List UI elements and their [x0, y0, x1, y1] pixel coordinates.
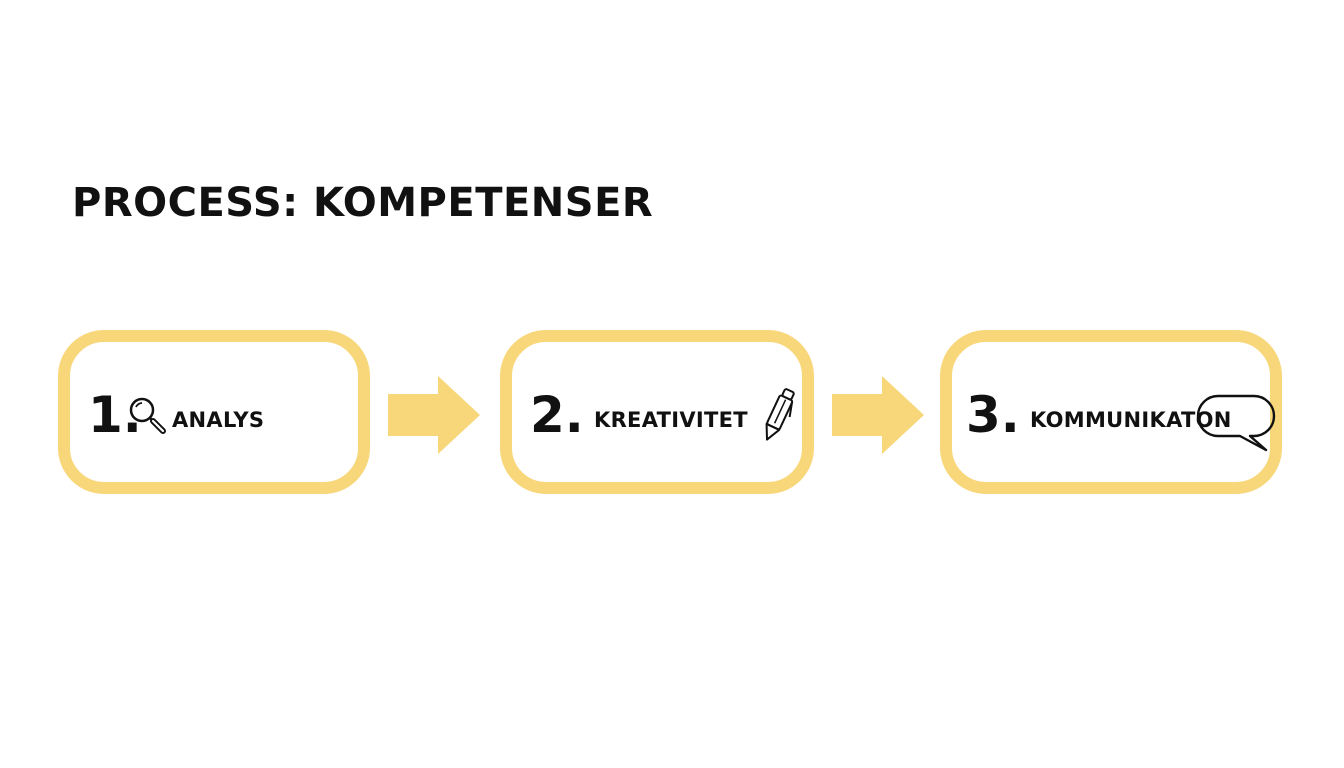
step-label: KREATIVITET	[594, 408, 748, 432]
magnifier-icon	[126, 394, 170, 438]
pen-icon	[758, 386, 798, 446]
step-number: 2.	[530, 386, 584, 444]
step-label: KOMMUNIKATON	[1030, 408, 1232, 432]
step-box-analys: 1. ANALYS	[58, 330, 370, 494]
arrow-right-icon	[832, 376, 924, 454]
arrow-right-icon	[388, 376, 480, 454]
diagram-title: PROCESS: KOMPETENSER	[72, 180, 654, 226]
step-box-kreativitet: 2. KREATIVITET	[500, 330, 814, 494]
step-box-kommunikation: 3. KOMMUNIKATON	[940, 330, 1282, 494]
step-label: ANALYS	[172, 408, 265, 432]
step-number: 3.	[966, 386, 1020, 444]
speech-bubble-icon	[1196, 392, 1278, 454]
